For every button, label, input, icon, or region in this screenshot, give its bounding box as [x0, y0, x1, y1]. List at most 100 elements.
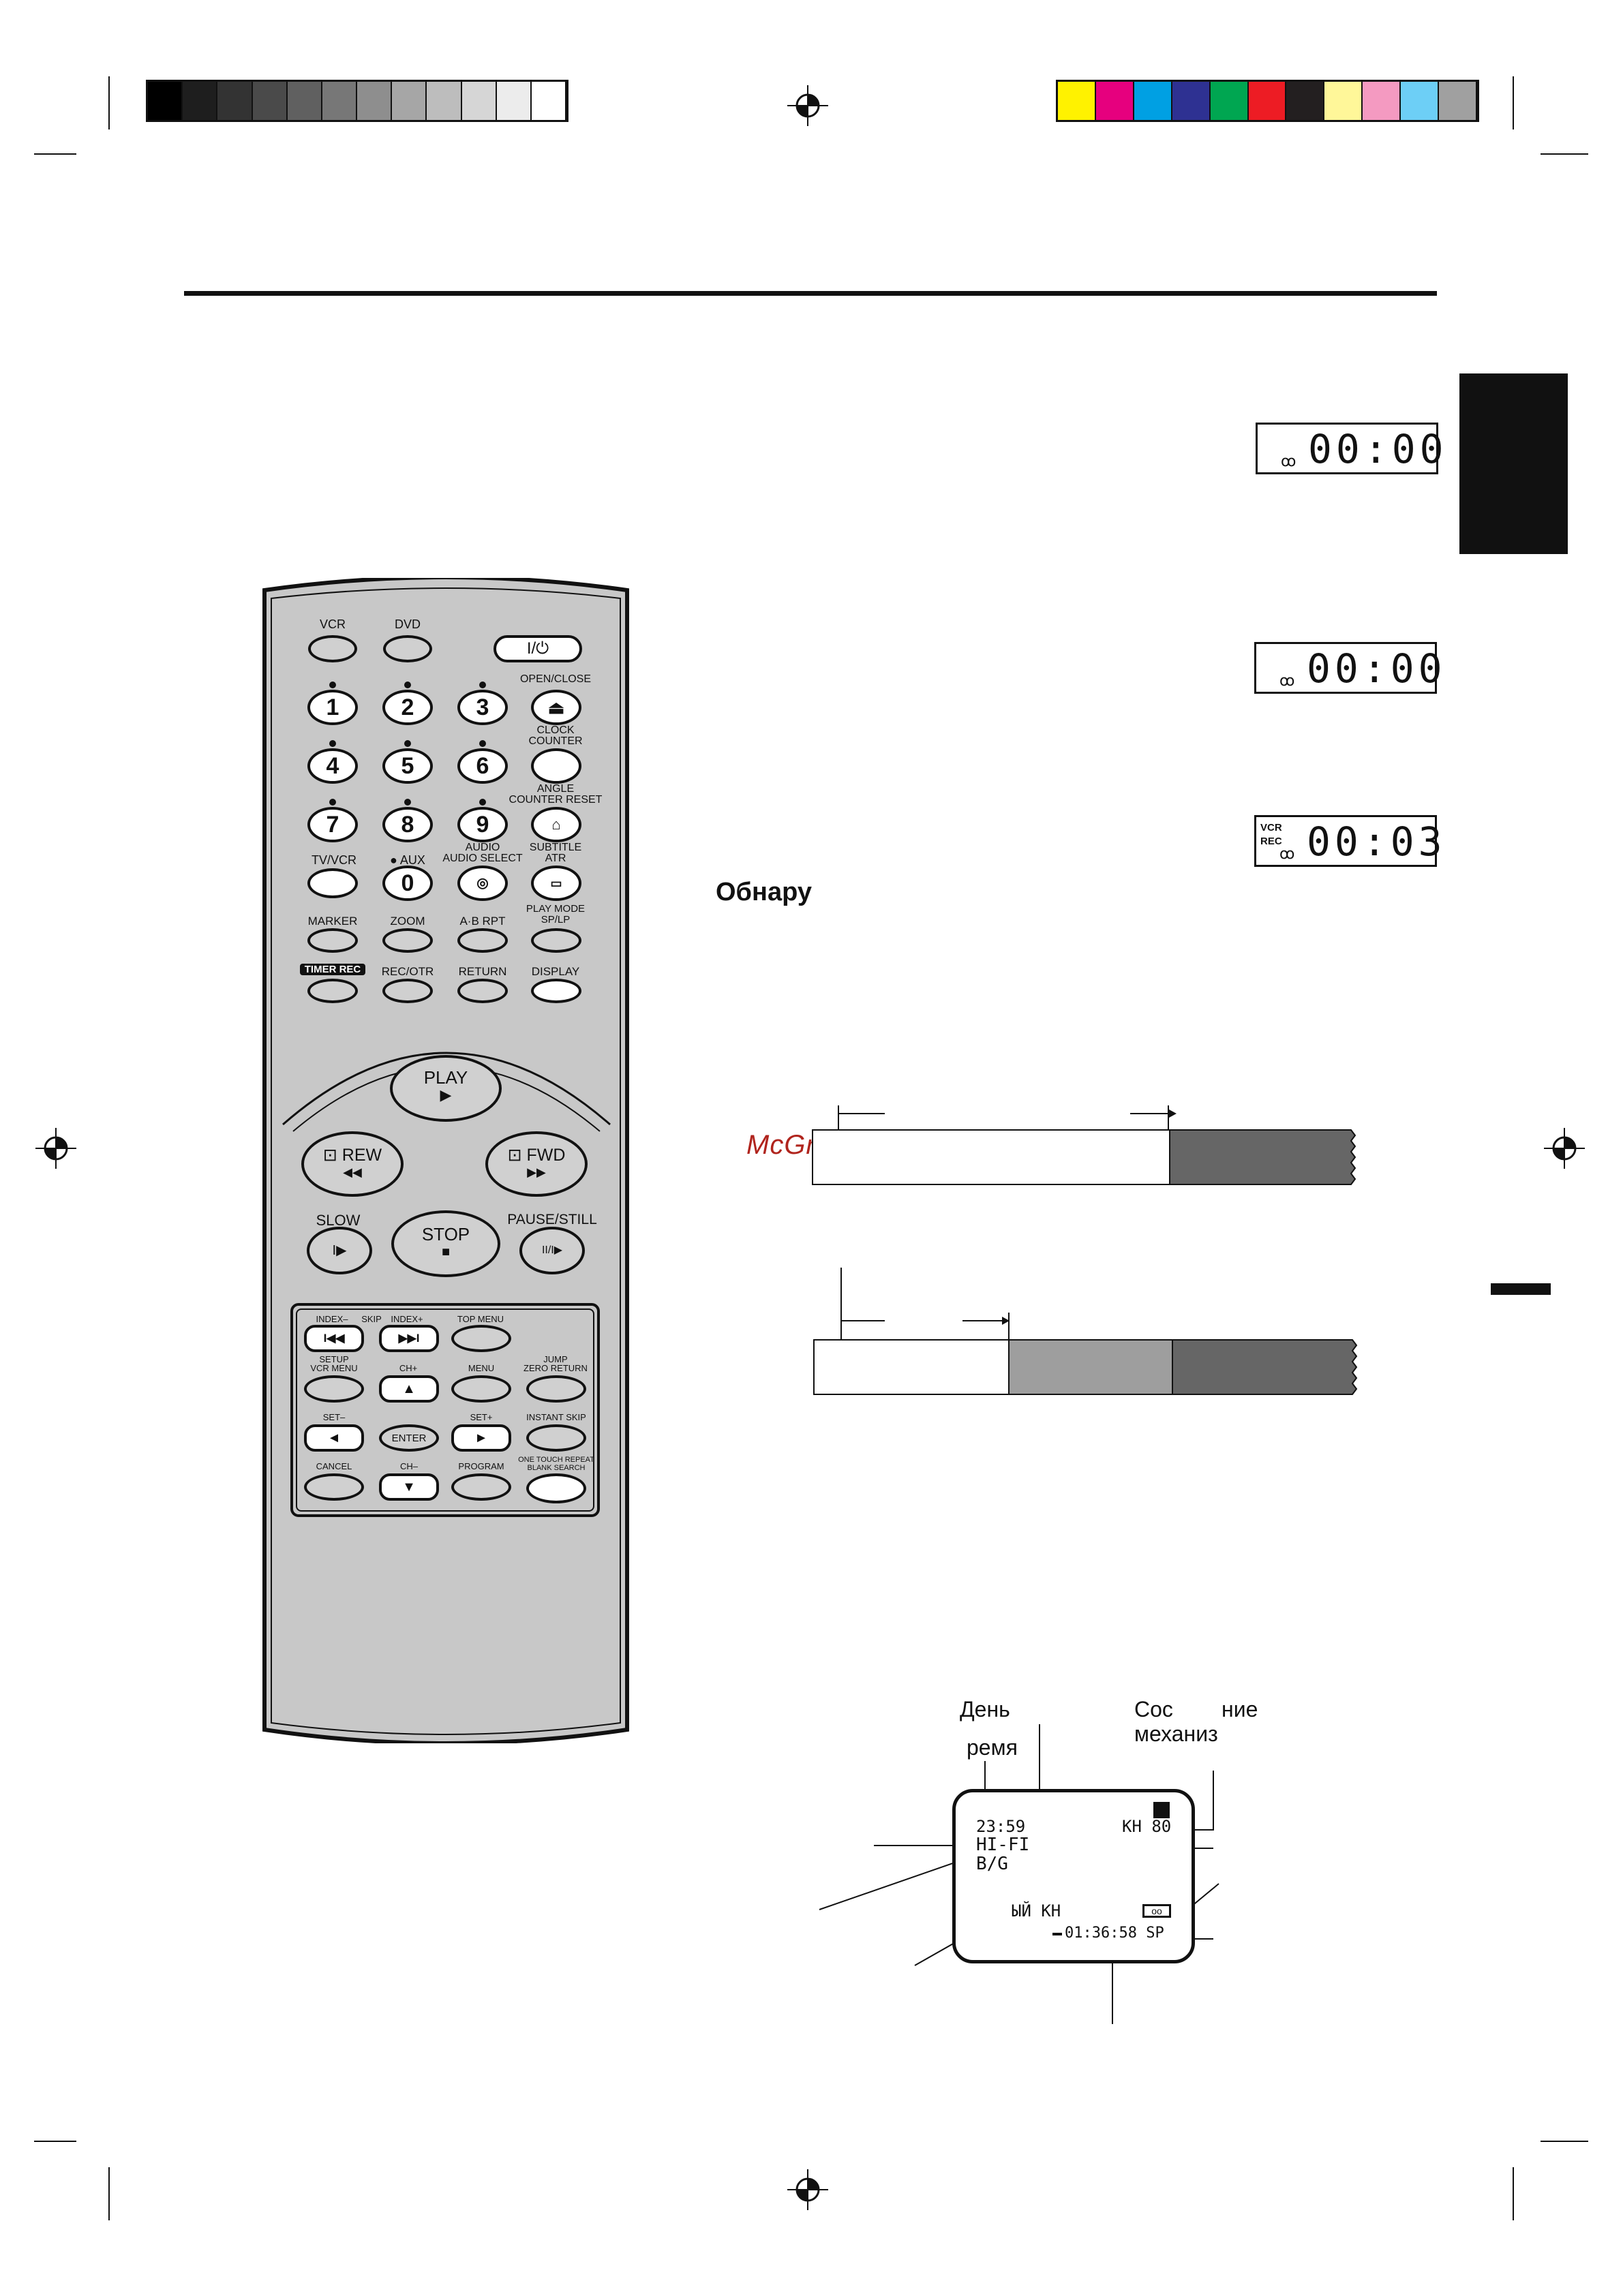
instant-skip-button[interactable]: [526, 1424, 586, 1452]
rew-button[interactable]: [301, 1131, 404, 1197]
jump-button[interactable]: [526, 1375, 586, 1403]
angle-button[interactable]: ⌂: [531, 807, 581, 842]
cancel-button[interactable]: [304, 1473, 364, 1501]
section-heading: Обнару: [716, 878, 812, 906]
setup-button[interactable]: [304, 1375, 364, 1403]
rec-otr-button[interactable]: [382, 979, 433, 1003]
next-index-button[interactable]: ▶▶I: [379, 1325, 439, 1352]
key-dot: [329, 740, 336, 747]
display-label: DISPLAY: [531, 965, 580, 978]
key-5[interactable]: 5: [382, 748, 433, 784]
cancel-label: CANCEL: [316, 1461, 352, 1471]
power-button[interactable]: [494, 635, 582, 662]
key-dot: [404, 799, 411, 806]
subtitle-button[interactable]: ▭: [531, 866, 581, 901]
jump-label: JUMP ZERO RETURN: [524, 1354, 588, 1373]
key-dot: [479, 682, 486, 688]
key-1[interactable]: 1: [307, 690, 358, 725]
key-6[interactable]: 6: [457, 748, 508, 784]
program-button[interactable]: [451, 1473, 511, 1501]
fwd-button[interactable]: [485, 1131, 588, 1197]
marker-button[interactable]: [307, 928, 358, 953]
one-touch-label: ONE TOUCH REPEAT BLANK SEARCH: [518, 1456, 594, 1472]
ab-rpt-button[interactable]: [457, 928, 508, 953]
header-rule: [184, 291, 1437, 296]
stop-button[interactable]: [391, 1210, 500, 1277]
setup-label: SETUP VCR MENU: [310, 1354, 358, 1373]
key-dot: [329, 682, 336, 688]
cassette-icon: ꝏ: [1281, 453, 1296, 470]
clock-counter-label: CLOCK COUNTER: [528, 724, 583, 747]
top-menu-button[interactable]: [451, 1325, 511, 1352]
display-button[interactable]: [531, 979, 581, 1003]
open-close-button[interactable]: ⏏: [531, 690, 581, 725]
power-label: I/⏻: [526, 639, 549, 658]
menu-label: MENU: [468, 1363, 495, 1373]
key-dot: [479, 740, 486, 747]
vcr-display-panel-2: ꝏ 00:00: [1254, 642, 1442, 694]
enter-button[interactable]: [379, 1424, 439, 1452]
vcr-display-panel-1: ꝏ 00:00: [1256, 423, 1444, 474]
stop-label: STOP: [421, 1224, 470, 1244]
arrow-left-icon: ◄: [327, 1430, 341, 1445]
enter-label: ENTER: [391, 1433, 427, 1444]
blank-search-button[interactable]: [526, 1473, 586, 1503]
audio-icon: ◎: [476, 876, 489, 891]
vcr-button[interactable]: [308, 635, 357, 662]
pause-still-button[interactable]: [519, 1227, 585, 1274]
key-3[interactable]: 3: [457, 690, 508, 725]
zoom-button[interactable]: [382, 928, 433, 953]
play-mode-button[interactable]: [531, 928, 581, 953]
audio-label: AUDIO AUDIO SELECT: [442, 842, 523, 864]
play-label: PLAY: [423, 1067, 468, 1088]
left-button[interactable]: ◄: [304, 1424, 364, 1452]
dvd-button[interactable]: [383, 635, 432, 662]
audio-select-button[interactable]: ◎: [457, 866, 508, 901]
key-8[interactable]: 8: [382, 807, 433, 842]
display-time: 00:00: [1307, 645, 1446, 692]
cassette-icon: oo: [1142, 1904, 1171, 1918]
gray-scale-bar: [146, 80, 568, 122]
subtitle-icon: ▭: [550, 876, 562, 890]
instant-skip-label: INSTANT SKIP: [526, 1412, 586, 1422]
color-swatch-0: [1058, 82, 1096, 120]
display-time: 00:03: [1307, 818, 1446, 865]
ch-minus-label: CH–: [399, 1461, 418, 1471]
tape-diagram-1: [812, 1105, 1356, 1185]
key-7[interactable]: 7: [307, 807, 358, 842]
gray-swatch-8: [427, 82, 462, 120]
menu-button[interactable]: [451, 1375, 511, 1403]
key-0[interactable]: 0: [382, 866, 433, 901]
stop-icon: ■: [441, 1244, 451, 1259]
play-mode-label: PLAY MODE SP/LP: [526, 903, 586, 925]
color-swatch-2: [1134, 82, 1172, 120]
up-button[interactable]: ▲: [379, 1375, 439, 1403]
key-9[interactable]: 9: [457, 807, 508, 842]
clock-counter-button[interactable]: [531, 748, 581, 784]
osd-minus-sign: [1052, 1933, 1062, 1935]
tape-diagram-2: [813, 1268, 1358, 1395]
set-plus-label: SET+: [470, 1412, 493, 1422]
gray-swatch-2: [217, 82, 253, 120]
slow-icon: I▶: [332, 1243, 347, 1258]
angle-label: ANGLE COUNTER RESET: [509, 783, 603, 806]
down-button[interactable]: ▼: [379, 1473, 439, 1501]
skip-back-icon: I◀◀: [323, 1332, 345, 1345]
slow-button[interactable]: [307, 1227, 372, 1274]
key-dot: [479, 799, 486, 806]
play-button[interactable]: [390, 1055, 502, 1122]
return-button[interactable]: [457, 979, 508, 1003]
osd-counter: 01:36:58 SP: [1065, 1925, 1164, 1942]
prev-index-button[interactable]: I◀◀: [304, 1325, 364, 1352]
registration-crosshair-top: [787, 85, 828, 126]
pause-still-label: PAUSE/STILL: [507, 1212, 597, 1227]
vcr-display-panel-3: VCR REC ꝏ 00:03: [1254, 815, 1442, 867]
timer-rec-button[interactable]: [307, 979, 358, 1003]
right-button[interactable]: ►: [451, 1424, 511, 1452]
key-2[interactable]: 2: [382, 690, 433, 725]
key-4[interactable]: 4: [307, 748, 358, 784]
tvvcr-button[interactable]: [307, 868, 358, 898]
slow-label: SLOW: [316, 1212, 361, 1229]
rec-otr-label: REC/OTR: [381, 965, 434, 978]
